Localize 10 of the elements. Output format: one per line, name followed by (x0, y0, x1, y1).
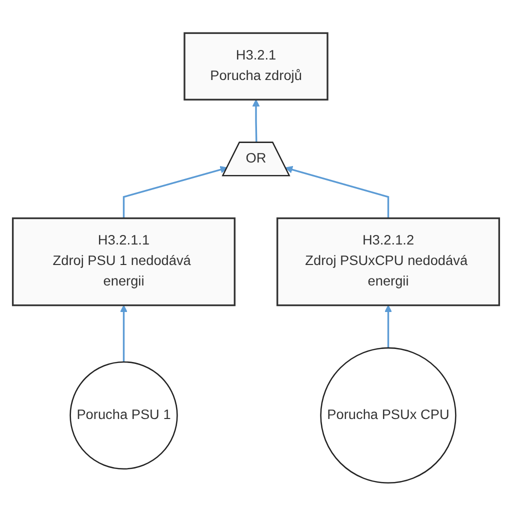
arrow (284, 166, 389, 218)
node-box: H3.2.1 Porucha zdrojů (183, 32, 328, 100)
arrow (120, 304, 127, 362)
node-circle: Porucha PSU 1 (69, 361, 178, 470)
arrow (122, 166, 228, 218)
node-box: H3.2.1.1 Zdroj PSU 1 nedodává energii (11, 217, 236, 306)
node-circle: Porucha PSUx CPU (320, 347, 456, 484)
node-box: H3.2.1.2 Zdroj PSUxCPU nedodává energii (276, 217, 500, 306)
arrow (252, 99, 260, 143)
arrow (384, 304, 392, 348)
